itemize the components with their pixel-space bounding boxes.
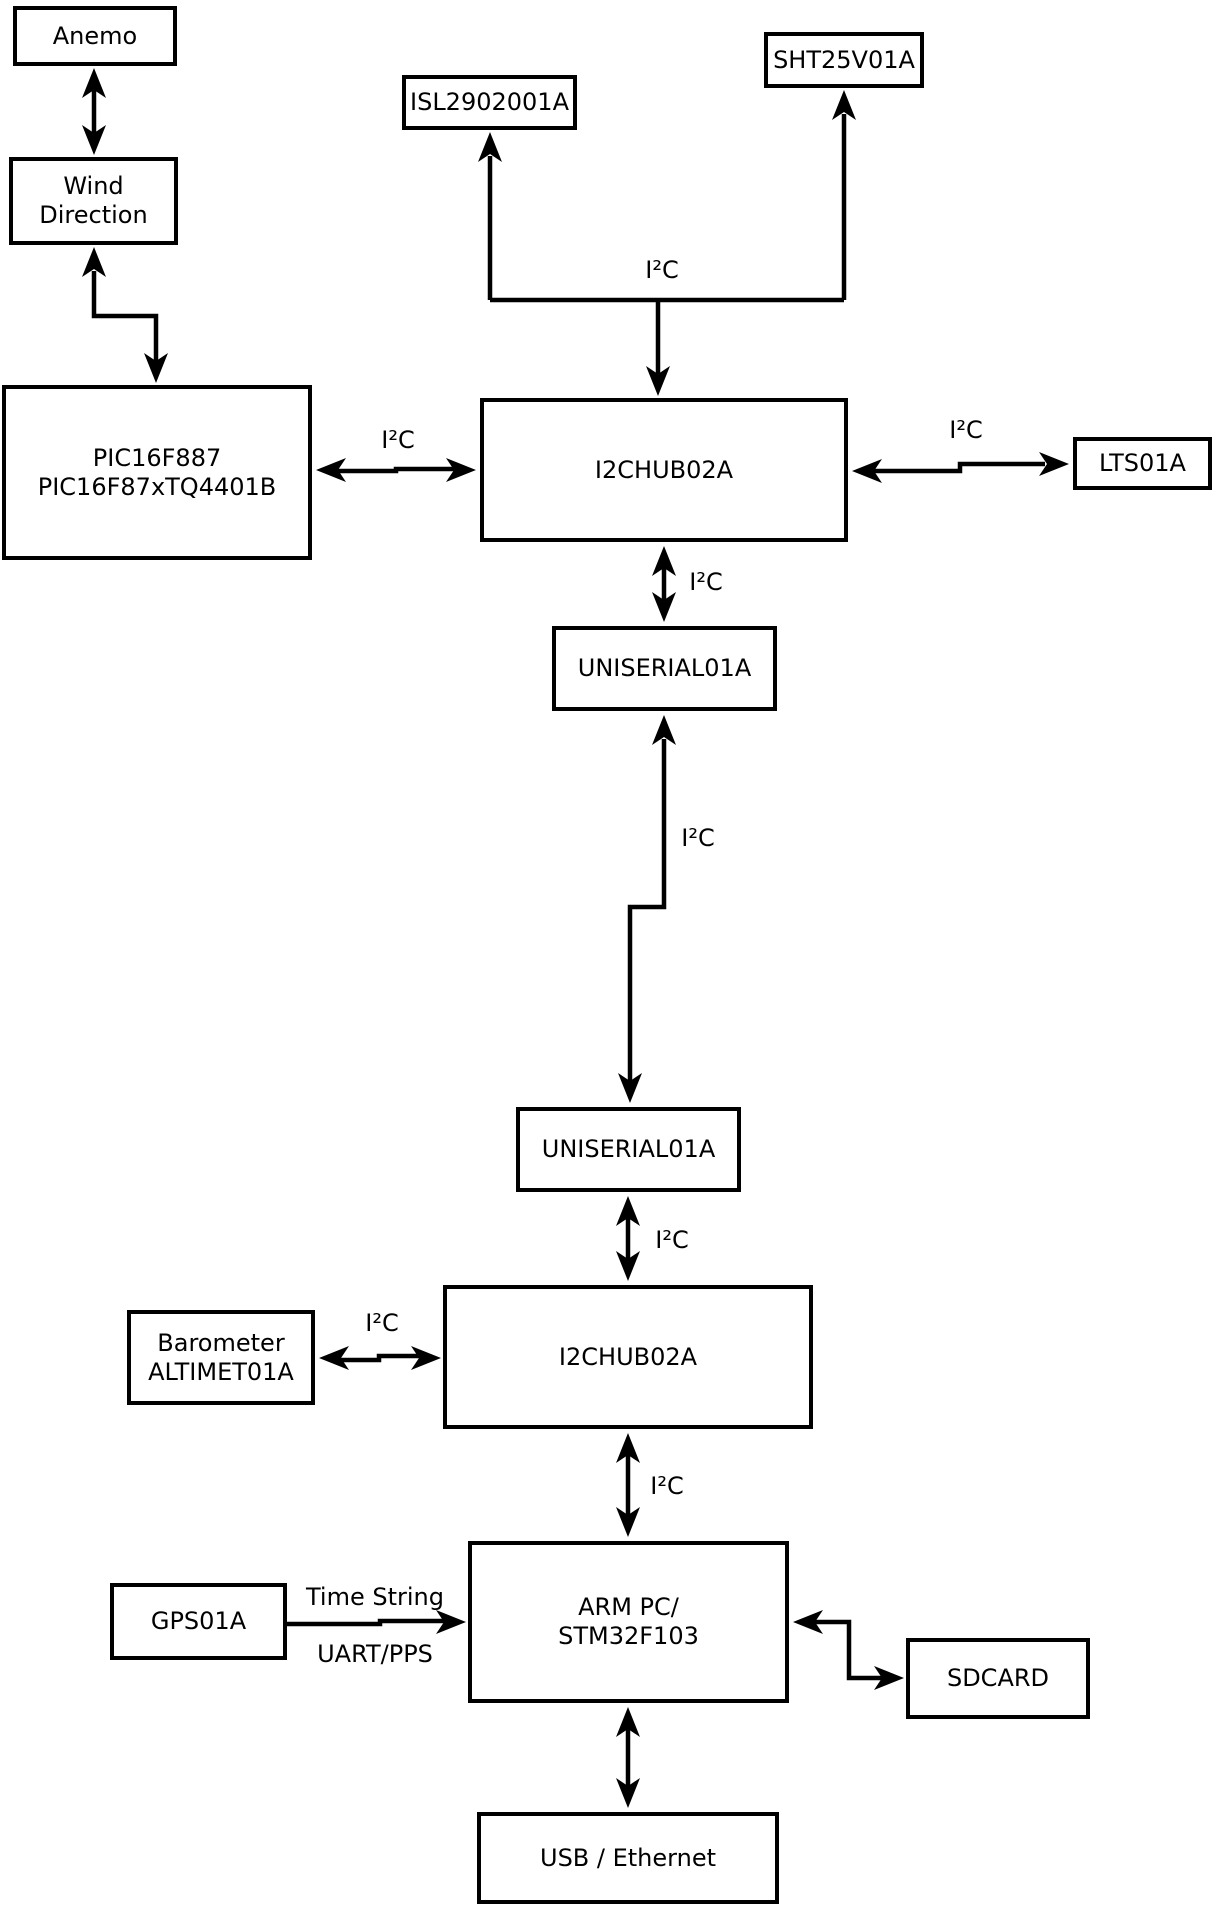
edge-arm-usb xyxy=(616,1707,640,1808)
edge-bus-hub1-arrowhead-down xyxy=(646,366,670,396)
edge-pic-hub1-line xyxy=(338,466,454,474)
edge-anemo-wind-arrowhead-down xyxy=(82,125,106,155)
box-pic16f887: PIC16F887 PIC16F87xTQ4401B xyxy=(2,385,312,560)
box-barometer-altimet01a: Barometer ALTIMET01A xyxy=(127,1310,315,1405)
edge-bus-isl xyxy=(478,132,502,300)
edge-label-uart-pps: UART/PPS xyxy=(317,1640,433,1668)
box-wind-direction: Wind Direction xyxy=(9,157,178,245)
edge-wind-pic xyxy=(82,247,168,383)
edge-arm-usb-arrowhead-up xyxy=(616,1707,640,1737)
box-uniserial01a-upper: UNISERIAL01A xyxy=(552,626,777,711)
box-anemo: Anemo xyxy=(13,6,177,66)
edge-label-i2c-bus-top: I²C xyxy=(645,256,679,284)
box-uniserial01a-lower: UNISERIAL01A xyxy=(516,1107,741,1192)
box-arm-pc-stm32f103: ARM PC/ STM32F103 xyxy=(468,1541,789,1703)
edge-wind-pic-line xyxy=(91,271,159,363)
box-uniserial01a-lower-label: UNISERIAL01A xyxy=(541,1135,716,1163)
edge-uniserial2-hub2-arrowhead-down xyxy=(616,1251,640,1281)
box-anemo-label: Anemo xyxy=(52,21,138,50)
edge-barometer-hub2-arrowhead-right xyxy=(411,1346,441,1370)
edge-hub1-uniserial1 xyxy=(652,546,676,622)
edge-bus-sht-arrowhead-up xyxy=(832,90,856,120)
box-usb-ethernet-label: USB / Ethernet xyxy=(540,1843,716,1872)
edge-label-i2c-hub2-arm: I²C xyxy=(650,1472,684,1500)
box-usb-ethernet: USB / Ethernet xyxy=(477,1812,779,1904)
box-wind-direction-label-line2: Direction xyxy=(39,201,148,229)
edge-uniserial1-uniserial2 xyxy=(618,715,676,1103)
edge-label-i2c-pic-hub: I²C xyxy=(381,426,415,454)
box-lts01a-label: LTS01A xyxy=(1099,449,1186,477)
edge-uniserial2-hub2 xyxy=(616,1196,640,1281)
edge-hub2-arm xyxy=(616,1433,640,1537)
box-sdcard: SDCARD xyxy=(906,1638,1090,1719)
edge-bus-hub1 xyxy=(646,300,670,396)
edge-hub2-arm-arrowhead-up xyxy=(616,1433,640,1463)
box-sdcard-label: SDCARD xyxy=(946,1664,1050,1692)
edge-label-time-string: Time String xyxy=(306,1583,444,1611)
edge-arm-sdcard xyxy=(793,1610,904,1690)
edge-label-i2c-uniserial-hub2: I²C xyxy=(655,1226,689,1254)
edge-uniserial1-uniserial2-line xyxy=(627,739,667,1083)
box-wind-direction-label-line1: Wind xyxy=(63,172,124,200)
box-sht25v01a: SHT25V01A xyxy=(764,32,924,88)
edge-uniserial1-uniserial2-arrowhead-up xyxy=(652,715,676,745)
edge-hub1-lts-arrowhead-right xyxy=(1039,452,1069,476)
edge-label-i2c-barometer-hub2: I²C xyxy=(365,1309,399,1337)
edge-barometer-hub2-line xyxy=(341,1353,419,1363)
box-arm-pc-label-line1: ARM PC/ xyxy=(578,1593,679,1621)
edge-gps-arm xyxy=(287,1610,466,1634)
box-arm-pc-label-line2: STM32F103 xyxy=(558,1622,699,1650)
edge-arm-sdcard-arrowhead-right xyxy=(874,1666,904,1690)
box-barometer-label-line2: ALTIMET01A xyxy=(148,1357,294,1386)
edge-uniserial2-hub2-arrowhead-up xyxy=(616,1196,640,1226)
box-barometer-label-line1: Barometer xyxy=(157,1328,285,1357)
box-pic16f887-label-line2: PIC16F87xTQ4401B xyxy=(37,472,277,501)
edge-hub1-uniserial1-arrowhead-down xyxy=(652,592,676,622)
box-gps01a: GPS01A xyxy=(110,1583,287,1660)
box-uniserial01a-upper-label: UNISERIAL01A xyxy=(577,654,752,682)
edge-hub1-lts-arrowhead-left xyxy=(852,459,882,483)
edge-barometer-hub2 xyxy=(319,1346,441,1370)
edge-label-i2c-hub-lts: I²C xyxy=(949,416,983,444)
box-sht25v01a-label: SHT25V01A xyxy=(773,45,915,74)
edge-pic-hub1-arrowhead-right xyxy=(446,458,476,482)
box-isl2902001a-label: ISL2902001A xyxy=(410,88,569,116)
edge-anemo-wind xyxy=(82,68,106,155)
edge-arm-usb-arrowhead-down xyxy=(616,1778,640,1808)
edge-hub1-lts-line xyxy=(874,461,1045,474)
edge-barometer-hub2-arrowhead-left xyxy=(319,1346,349,1370)
edge-pic-hub1 xyxy=(316,458,476,482)
box-pic16f887-label-line1: PIC16F887 xyxy=(92,443,222,472)
edge-wind-pic-arrowhead-up xyxy=(82,247,106,277)
edge-arm-sdcard-line xyxy=(815,1619,882,1681)
edge-arm-sdcard-arrowhead-left xyxy=(793,1610,823,1634)
box-i2chub02a-top-label: I2CHUB02A xyxy=(594,455,734,484)
edge-anemo-wind-arrowhead-up xyxy=(82,68,106,98)
box-i2chub02a-bottom: I2CHUB02A xyxy=(443,1285,813,1429)
edge-hub1-uniserial1-arrowhead-up xyxy=(652,546,676,576)
box-gps01a-label: GPS01A xyxy=(150,1607,247,1635)
edge-pic-hub1-arrowhead-left xyxy=(316,458,346,482)
edge-bus-isl-arrowhead-up xyxy=(478,132,502,162)
edge-gps-arm-arrowhead-right xyxy=(436,1610,466,1634)
edge-gps-arm-line xyxy=(287,1618,444,1627)
edge-hub2-arm-arrowhead-down xyxy=(616,1507,640,1537)
box-i2chub02a-bottom-label: I2CHUB02A xyxy=(558,1342,698,1371)
edge-label-i2c-uniserial-link: I²C xyxy=(681,824,715,852)
edge-hub1-lts xyxy=(852,452,1069,483)
box-isl2902001a: ISL2902001A xyxy=(402,75,577,130)
edge-bus-sht xyxy=(832,90,856,300)
box-lts01a: LTS01A xyxy=(1073,437,1212,490)
edge-wind-pic-arrowhead-down xyxy=(144,353,168,383)
edge-label-i2c-hub-uniserial: I²C xyxy=(689,568,723,596)
edge-uniserial1-uniserial2-arrowhead-down xyxy=(618,1073,642,1103)
box-i2chub02a-top: I2CHUB02A xyxy=(480,398,848,542)
